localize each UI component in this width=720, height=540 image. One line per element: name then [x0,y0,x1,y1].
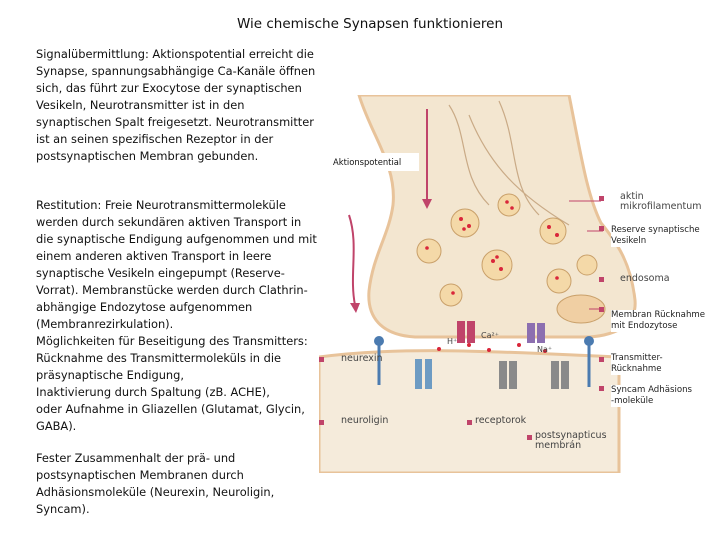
adhesion-paragraph: Fester Zusammenhalt der prä- und postsyn… [36,451,275,516]
syncam-adhesion-label: Syncam Adhäsions -moleküle [611,385,707,407]
page-title: Wie chemische Synapsen funktionieren [236,16,504,32]
glia-text: oder Aufnahme in Gliazellen (Glutamat, G… [36,402,305,433]
restitution-text: Restitution: Freie Neurotransmittermolek… [36,198,317,331]
arrow-curve-head [350,303,360,313]
arrow-down-head [422,199,432,209]
restitution-paragraph: Restitution: Freie Neurotransmittermolek… [36,197,318,435]
receptorok-label: receptorok [475,415,527,426]
neurexin-label: neurexin [341,353,383,364]
aktin-label: aktin mikrofilamentum [620,191,702,212]
endosome [556,294,606,324]
h-ion-label: H⁺ [447,337,458,346]
reserve-vesicles [416,193,598,307]
label-markers [319,196,604,440]
actin-filaments [448,100,570,226]
transmitter-dots [425,200,559,353]
neuroligin-label: neuroligin [341,415,389,426]
membrane-proteins [374,321,594,389]
reserve-vesicles-label: Reserve synaptische Vesikeln [611,225,707,247]
postsynaptic-membrane [319,349,621,473]
endosoma-label: endosoma [620,273,670,284]
arrow-curve [348,214,356,306]
synapse-illustration [319,95,711,473]
transmitter-reuptake-label: Transmitter- Rücknahme [611,353,707,375]
synapse-diagram: Aktionspotential aktin mikrofilamentum e… [319,95,711,473]
signal-paragraph: Signalübermittlung: Aktionspotential err… [36,47,316,163]
postsynaptic-label: postsynapticus membrán [535,430,607,451]
inactivation-text: Inaktivierung durch Spaltung (zB. ACHE), [36,385,270,399]
aktionspotential-box: Aktionspotential [329,153,419,171]
ca-ion-label: Ca²⁺ [481,331,499,340]
membrane-endocytosis-label: Membran Rücknahme mit Endozytose [611,310,707,332]
na-ion-label: Na⁺ [537,345,553,354]
removal-text: Möglichkeiten für Beseitigung des Transm… [36,334,308,382]
